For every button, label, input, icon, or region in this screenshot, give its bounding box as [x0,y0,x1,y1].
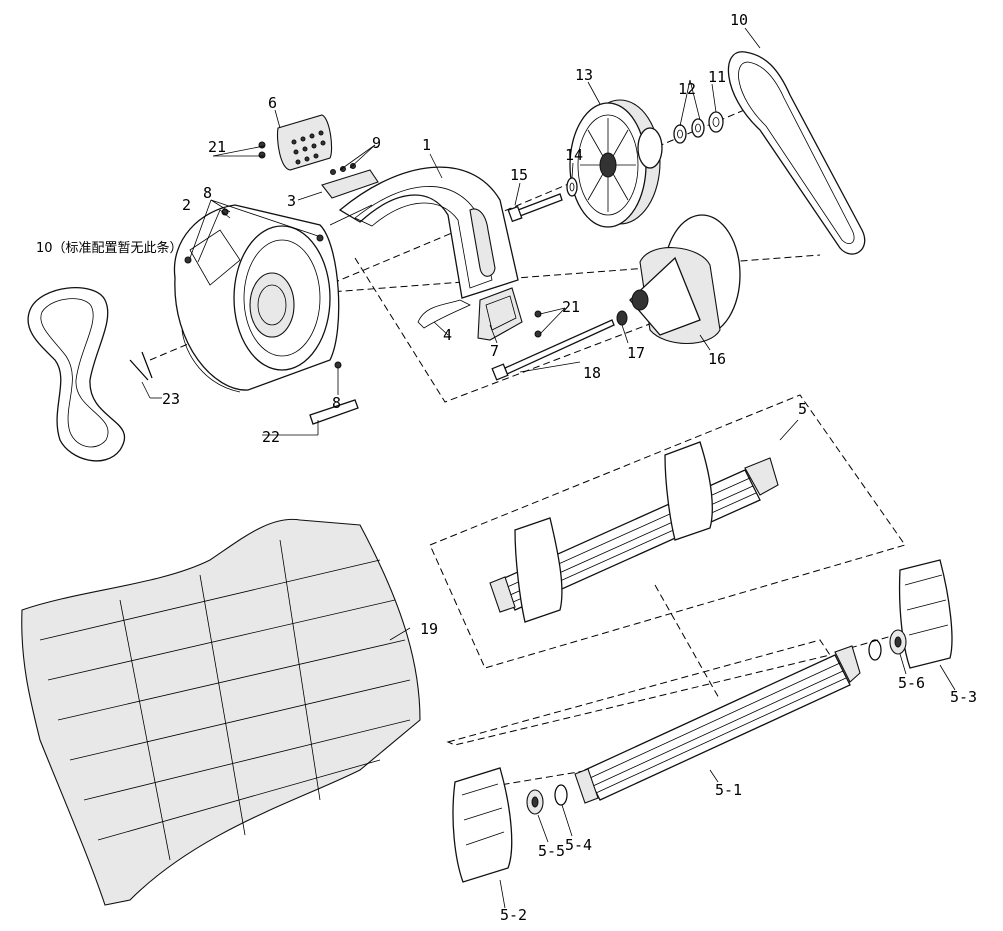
bracket-7 [477,287,523,341]
part-labels: 1 2 3 4 5 5-1 5-2 5-3 5-4 5-5 5-6 6 7 8 … [36,11,977,924]
belt-guard-cover-1 [338,166,519,299]
track-19 [21,518,421,906]
label-part-18: 18 [583,364,601,382]
label-part-5-1: 5-1 [715,781,742,799]
label-part-21-mid: 21 [562,298,580,316]
pin-23 [129,351,153,381]
bolts-9 [330,163,356,175]
label-part-13: 13 [575,66,593,84]
label-part-19: 19 [420,620,438,638]
sprocket-5-3 [898,559,953,669]
driven-pulley-13 [569,99,663,228]
label-part-5-3: 5-3 [950,688,977,706]
gear-5-5 [526,789,544,815]
label-part-8-bottom: 8 [332,394,341,412]
long-bolt-18 [491,319,615,381]
label-part-8-top: 8 [203,184,212,202]
washers-12-11 [673,111,724,144]
vent-panel-6 [276,114,333,171]
bolt-15 [507,193,563,223]
label-part-10-top: 10 [730,11,748,29]
label-part-7: 7 [490,342,499,360]
label-part-6: 6 [268,94,277,112]
label-part-1: 1 [422,136,431,154]
shaft-5-1 [574,645,861,804]
washer-14 [566,177,578,197]
label-part-5: 5 [798,400,807,418]
label-part-5-6: 5-6 [898,674,925,692]
label-part-22: 22 [262,428,280,446]
label-part-2: 2 [182,196,191,214]
label-part-15: 15 [510,166,528,184]
gear-5-6 [868,629,907,661]
optional-belt-10 [27,287,126,462]
label-part-9: 9 [372,134,381,152]
plate-22 [309,399,359,425]
label-part-16: 16 [708,350,726,368]
label-part-3: 3 [287,192,296,210]
spring-clip-4 [417,299,471,329]
o-ring-5-4 [554,784,568,806]
label-part-23: 23 [162,390,180,408]
leader-lines [141,27,956,909]
drive-pulley-16 [629,214,741,345]
label-part-5-5: 5-5 [538,842,565,860]
label-part-11: 11 [708,68,726,86]
label-part-4: 4 [443,326,452,344]
label-part-10-left: 10（标准配置暂无此条） [36,240,183,256]
nut-17 [616,310,628,326]
screws-21-mid [534,310,542,338]
label-part-14: 14 [565,146,583,164]
fasteners-8 [184,208,342,369]
bracket-3 [321,169,379,226]
label-part-5-2: 5-2 [500,906,527,924]
drive-shaft-assembly-5 [489,441,779,623]
label-part-17: 17 [627,344,645,362]
label-part-12: 12 [678,80,696,98]
sprocket-5-2 [452,767,513,883]
label-part-21-top: 21 [208,138,226,156]
main-housing-2 [173,204,340,393]
label-part-5-4: 5-4 [565,836,592,854]
drive-belt-10 [727,51,866,255]
